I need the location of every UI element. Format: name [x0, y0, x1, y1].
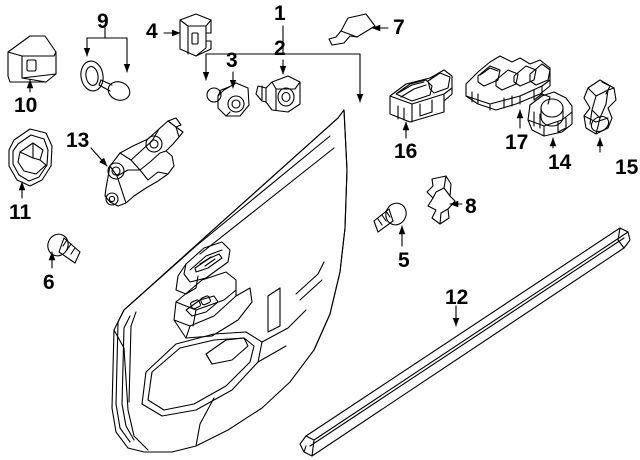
callout-label-10: 10 [14, 94, 38, 117]
callout-label-17: 17 [505, 131, 529, 154]
part-5-screw [373, 202, 407, 233]
part-9-grommet [80, 60, 104, 92]
part-13-inside-handle [104, 117, 184, 207]
callout-label-16: 16 [394, 140, 418, 163]
part-16-window-switch [389, 69, 453, 123]
part-14-mirror-switch [527, 91, 573, 137]
callout-label-15: 15 [615, 156, 639, 179]
leader-1 [202, 25, 364, 103]
callout-label-9: 9 [97, 10, 109, 33]
callout-label-11: 11 [9, 201, 32, 224]
callout-label-8: 8 [465, 195, 477, 218]
callout-label-6: 6 [43, 271, 55, 294]
callout-label-13: 13 [66, 129, 90, 152]
callout-label-2: 2 [274, 37, 286, 60]
part-10-trim-cap [7, 35, 57, 83]
callout-label-1: 1 [274, 2, 286, 25]
leader-13 [90, 147, 108, 167]
part-3-lock-knob [206, 82, 250, 117]
callout-label-7: 7 [393, 16, 405, 39]
leader-9 [83, 27, 131, 73]
callout-label-3: 3 [226, 49, 238, 72]
callout-label-4: 4 [146, 20, 158, 43]
callout-label-14: 14 [548, 151, 572, 174]
part-6-screw [47, 233, 81, 264]
part-8-clip [426, 175, 456, 225]
part-4-bracket [179, 13, 212, 57]
part-17-master-switch [465, 55, 551, 111]
callout-label-5: 5 [398, 249, 410, 272]
part-2-lock-knob [255, 75, 301, 113]
callout-label-12: 12 [445, 286, 469, 309]
part-7-clip [328, 13, 376, 46]
part-1-door-trim-panel [111, 109, 348, 453]
part-12-weatherstrip [299, 227, 631, 457]
part-11-bezel [8, 128, 53, 187]
part-15-angled-switch [583, 79, 617, 135]
part-9-plug [98, 79, 131, 101]
